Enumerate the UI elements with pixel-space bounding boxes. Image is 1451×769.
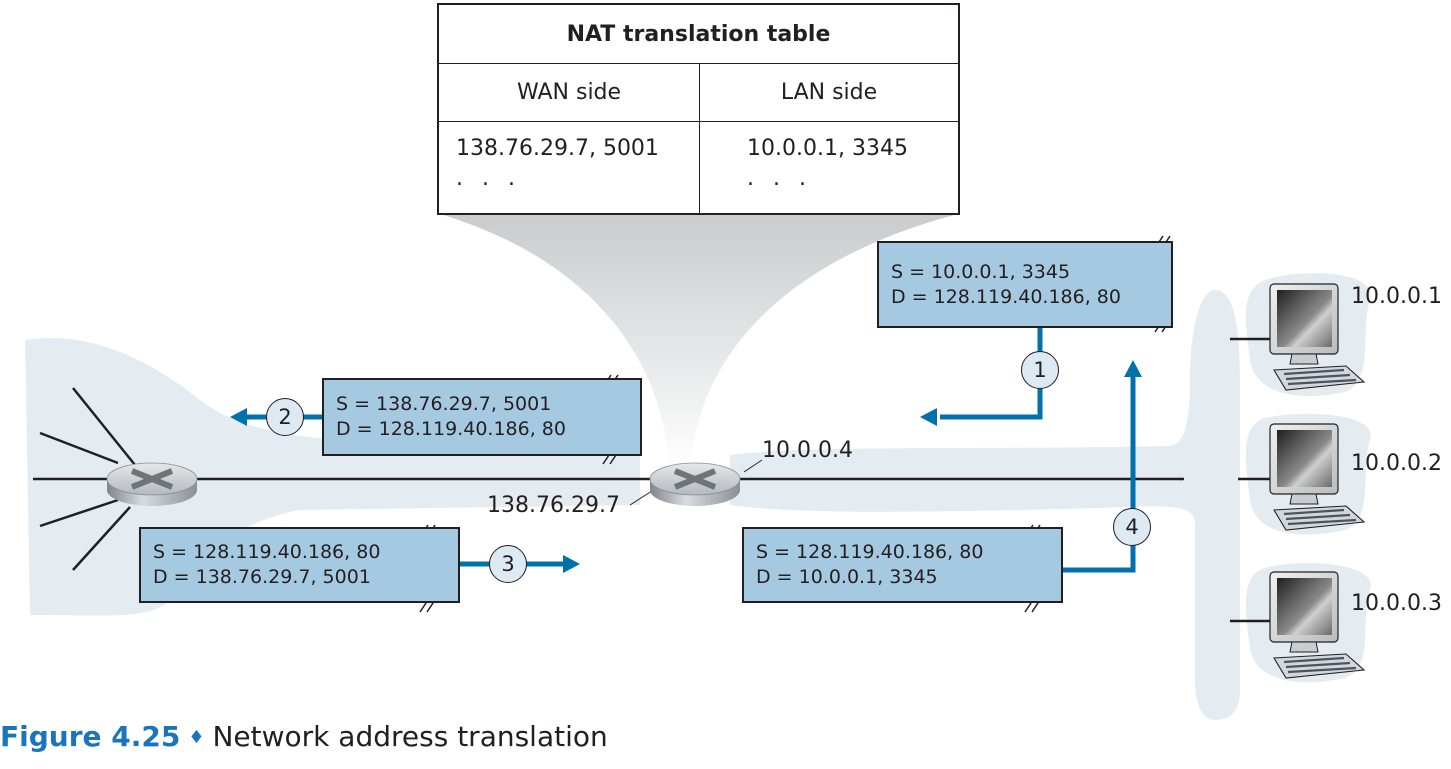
nat-table-funnel <box>440 214 958 470</box>
nat-table-lan-column: 10.0.0.1, 3345 . . . <box>700 122 958 215</box>
nat-table-title: NAT translation table <box>439 5 958 64</box>
arrowhead-step-2 <box>230 408 247 426</box>
step-4-badge: 4 <box>1113 508 1151 546</box>
host-3-ip: 10.0.0.3 <box>1351 591 1442 616</box>
arrowhead-step-1 <box>920 408 937 426</box>
host-2-computer-icon <box>1269 423 1366 531</box>
host-1-ip: 10.0.0.1 <box>1351 284 1442 309</box>
nat-table-wan-column: 138.76.29.7, 5001 . . . <box>439 122 700 215</box>
internet-router-icon <box>106 462 198 506</box>
link-left-1 <box>72 387 136 466</box>
nat-table-cell: . . . <box>456 166 521 191</box>
packet-destination: D = 10.0.0.1, 3345 <box>756 566 938 588</box>
nat-router-lan-ip: 10.0.0.4 <box>762 438 853 463</box>
packet-source: S = 128.119.40.186, 80 <box>153 541 381 563</box>
host-1-computer-icon <box>1269 283 1366 391</box>
host-3-computer-icon <box>1269 571 1366 679</box>
figure-label: Figure 4.25 <box>0 720 181 753</box>
diamond-separator-icon: ♦ <box>188 727 205 748</box>
figure-caption: Figure 4.25 ♦ Network address translation <box>0 720 608 753</box>
packet-step-2: S = 138.76.29.7, 5001 D = 128.119.40.186… <box>322 378 642 456</box>
nat-table-body: 138.76.29.7, 5001 . . . 10.0.0.1, 3345 .… <box>439 122 958 215</box>
step-2-badge: 2 <box>266 398 304 436</box>
packet-source: S = 10.0.0.1, 3345 <box>891 260 1071 283</box>
packet-destination: D = 128.119.40.186, 80 <box>891 285 1121 308</box>
nat-table-cell: 10.0.0.1, 3345 <box>747 136 908 161</box>
lan-ip-leader <box>743 459 763 473</box>
figure-title: Network address translation <box>212 720 608 753</box>
nat-router-wan-ip: 138.76.29.7 <box>487 493 620 518</box>
nat-router-icon <box>649 462 741 506</box>
nat-table-cell: 138.76.29.7, 5001 <box>456 136 659 161</box>
nat-translation-table: NAT translation table WAN side LAN side … <box>437 3 960 215</box>
arrowheads <box>230 360 1142 573</box>
packet-step-1: S = 10.0.0.1, 3345 D = 128.119.40.186, 8… <box>877 241 1173 328</box>
nat-table-header-row: WAN side LAN side <box>439 64 958 122</box>
step-1-badge: 1 <box>1021 351 1059 389</box>
links <box>33 337 1270 623</box>
packet-source: S = 128.119.40.186, 80 <box>756 541 984 563</box>
packet-source: S = 138.76.29.7, 5001 <box>336 393 552 415</box>
arrowhead-step-4 <box>1124 360 1142 377</box>
nat-table-header-lan: LAN side <box>780 80 878 105</box>
packet-step-4: S = 128.119.40.186, 80 D = 10.0.0.1, 334… <box>742 527 1063 603</box>
nat-table-header-wan: WAN side <box>439 64 700 121</box>
link-left-5 <box>72 506 131 571</box>
link-left-4 <box>39 498 119 528</box>
arrow-step-4 <box>1063 375 1136 573</box>
packet-destination: D = 138.76.29.7, 5001 <box>153 566 371 588</box>
step-3-badge: 3 <box>489 545 527 583</box>
nat-table-cell: . . . <box>747 166 812 191</box>
link-left-2 <box>39 431 119 465</box>
packet-step-3: S = 128.119.40.186, 80 D = 138.76.29.7, … <box>139 527 460 603</box>
packet-destination: D = 128.119.40.186, 80 <box>336 418 566 440</box>
arrowhead-step-3 <box>563 555 580 573</box>
host-2-ip: 10.0.0.2 <box>1351 451 1442 476</box>
home-network-cloud <box>730 290 1240 720</box>
